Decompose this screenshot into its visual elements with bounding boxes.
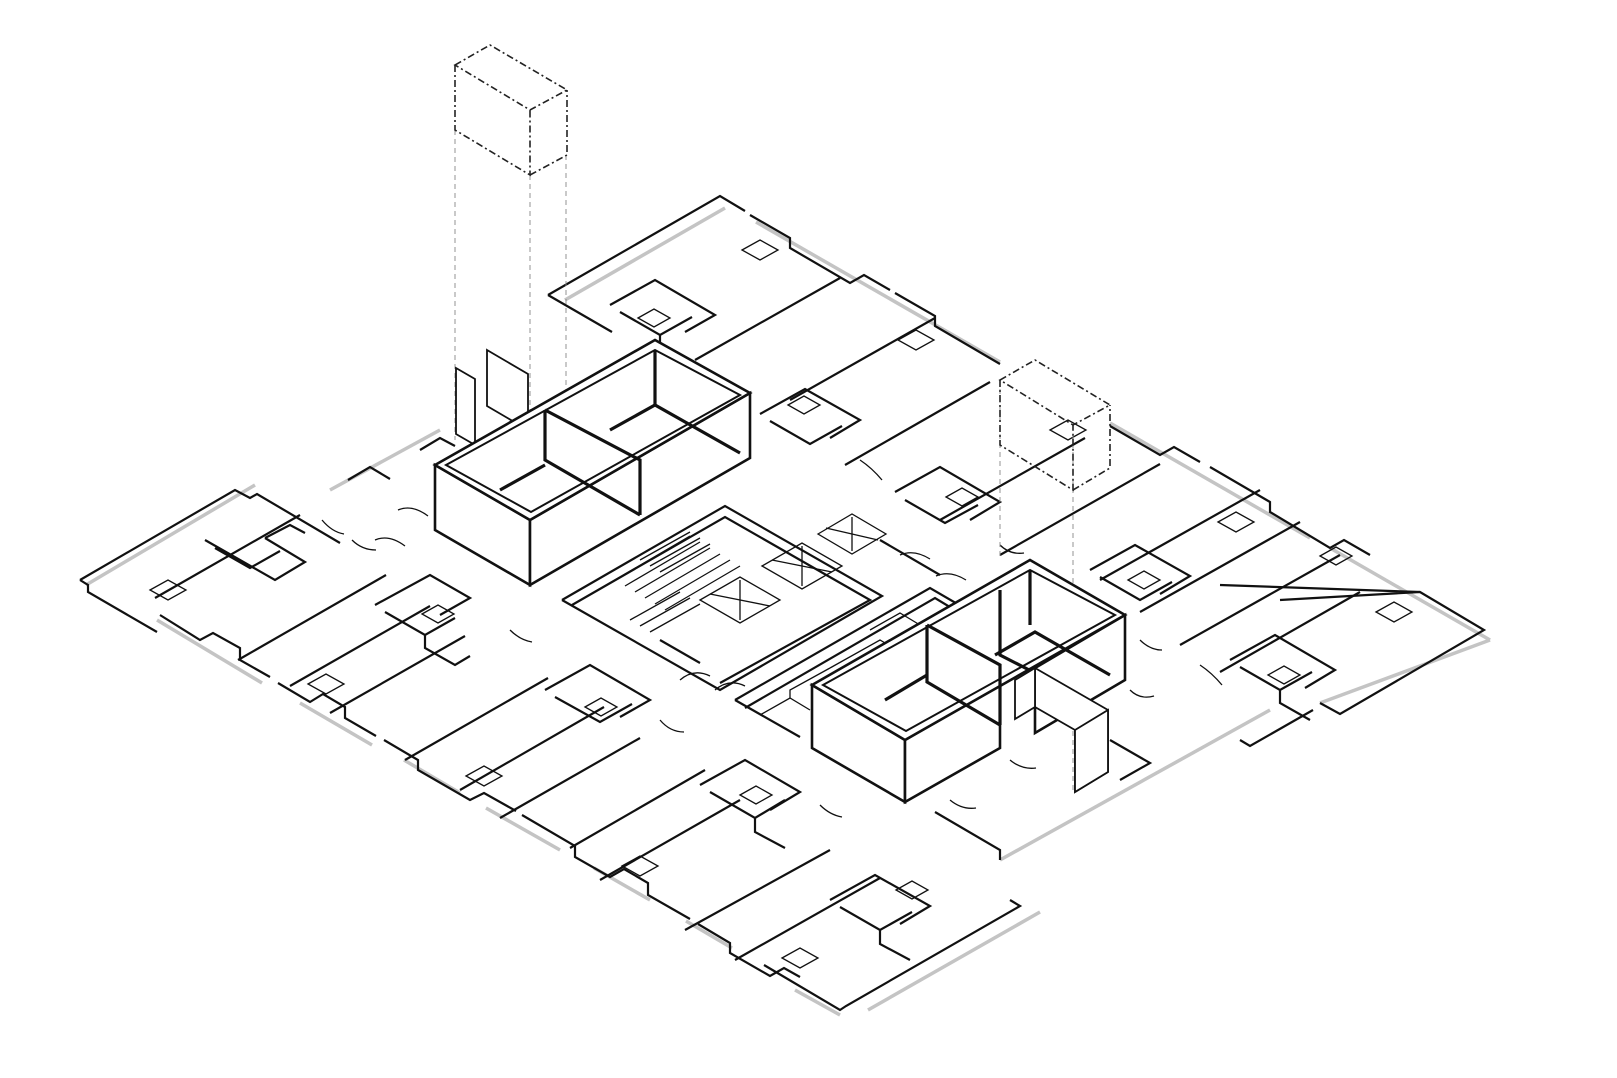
exterior-wall [79,194,1487,1012]
stair-treads [614,531,741,633]
unit-walls-left-wing [148,514,933,969]
elevator-shaft [816,513,888,555]
partition-panel [1074,708,1109,794]
ghost-volume [998,359,1112,492]
floor-plate [79,194,1491,1017]
partition-panel [1014,666,1036,721]
ghost-volume [453,44,569,177]
extruded-volume-upper [432,338,753,588]
elevator-shaft [760,542,844,590]
partition-panel [455,366,476,447]
entry-doors [347,436,1153,860]
unit-walls-top-wing [547,239,1414,721]
service-core [561,504,967,692]
glazing-line [85,206,1491,1017]
extruded-volume-lower [809,558,1128,805]
elevator-shaft [698,576,782,624]
